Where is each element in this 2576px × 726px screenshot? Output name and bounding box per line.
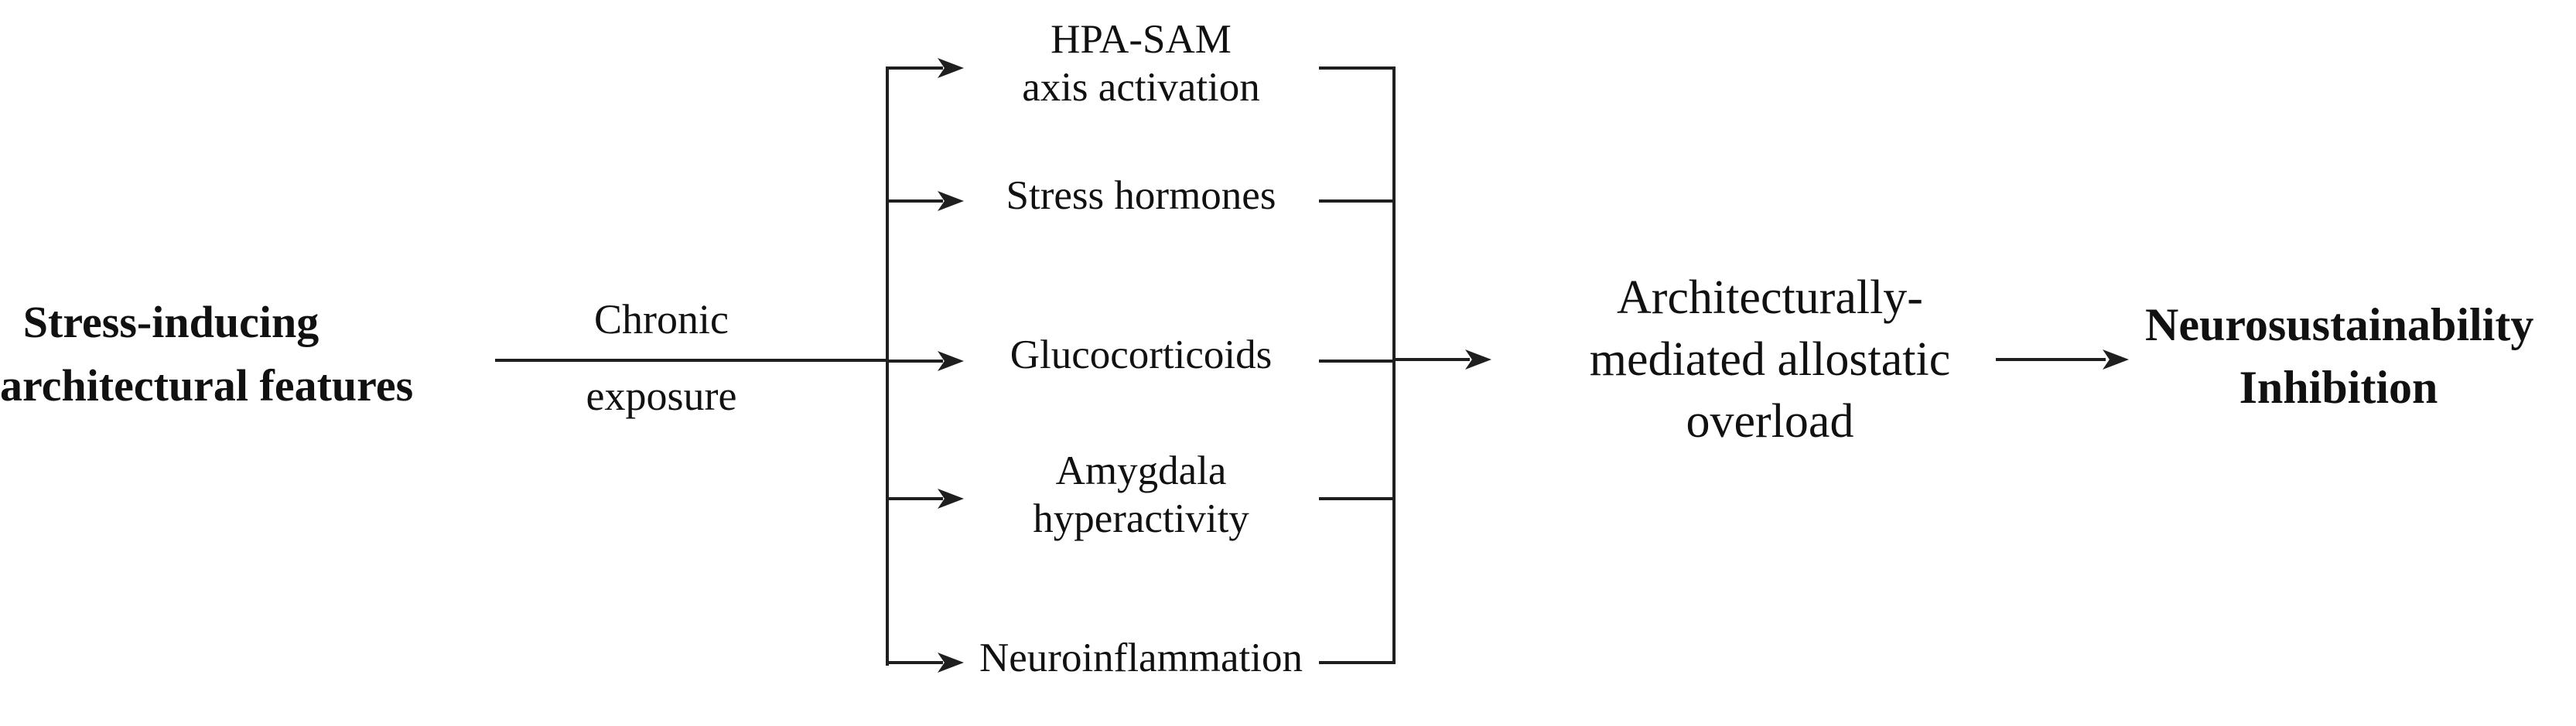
- mediator-hpa-sam-line2: axis activation: [1022, 65, 1260, 110]
- mediator-amygdala-line2: hyperactivity: [1033, 496, 1249, 541]
- mediator-stress-hormones: Stress hormones: [1006, 173, 1276, 218]
- arrowhead-to-outcome: [2103, 349, 2129, 370]
- arrow-shaft-to-overload: [1394, 358, 1470, 361]
- node-neurosustainability-line1: Neurosustainability: [2145, 299, 2534, 350]
- right-collector-line: [1392, 66, 1396, 664]
- node-allostatic-overload-line1: Architecturally-: [1617, 271, 1923, 324]
- mediator-neuroinflammation: Neuroinflammation: [979, 636, 1303, 680]
- stub-line-glucocorticoids: [1319, 360, 1396, 363]
- left-collector-line: [886, 66, 889, 666]
- node-allostatic-overload-line3: overload: [1686, 395, 1854, 448]
- mediator-amygdala-line1: Amygdala: [1055, 448, 1227, 493]
- node-neurosustainability-inhibition: Neurosustainability Inhibition: [2145, 294, 2534, 419]
- node-stress-inducing-features: Stress-inducing architectural features: [0, 291, 414, 418]
- branch-shaft-neuroinflammation: [887, 661, 943, 664]
- chronic-label: Chronic: [594, 296, 729, 343]
- branch-shaft-stress-hormones: [887, 199, 943, 203]
- node-stress-inducing-features-line1: Stress-inducing: [22, 297, 319, 347]
- branch-shaft-amygdala: [887, 497, 943, 500]
- mediator-amygdala-hyperactivity: Amygdala hyperactivity: [963, 447, 1319, 543]
- node-neurosustainability-line2: Inhibition: [2239, 362, 2438, 413]
- branch-shaft-hpa-sam: [887, 66, 943, 70]
- mediator-hpa-sam-line1: HPA-SAM: [1051, 17, 1232, 62]
- node-stress-inducing-features-line2: architectural features: [0, 360, 414, 411]
- chronic-exposure-line: [495, 359, 887, 362]
- stub-line-neuroinflammation: [1319, 661, 1396, 664]
- mediator-hpa-sam: HPA-SAM axis activation: [963, 15, 1319, 111]
- stub-line-hpa-sam: [1319, 66, 1396, 70]
- stub-line-amygdala: [1319, 497, 1396, 500]
- mediator-glucocorticoids: Glucocorticoids: [1010, 332, 1273, 377]
- branch-shaft-glucocorticoids: [887, 360, 943, 363]
- node-allostatic-overload-line2: mediated allostatic: [1589, 333, 1951, 386]
- arrow-shaft-to-outcome: [1996, 358, 2106, 361]
- exposure-label: exposure: [586, 373, 737, 419]
- node-allostatic-overload: Architecturally- mediated allostatic ove…: [1577, 267, 1963, 452]
- stub-line-stress-hormones: [1319, 199, 1396, 203]
